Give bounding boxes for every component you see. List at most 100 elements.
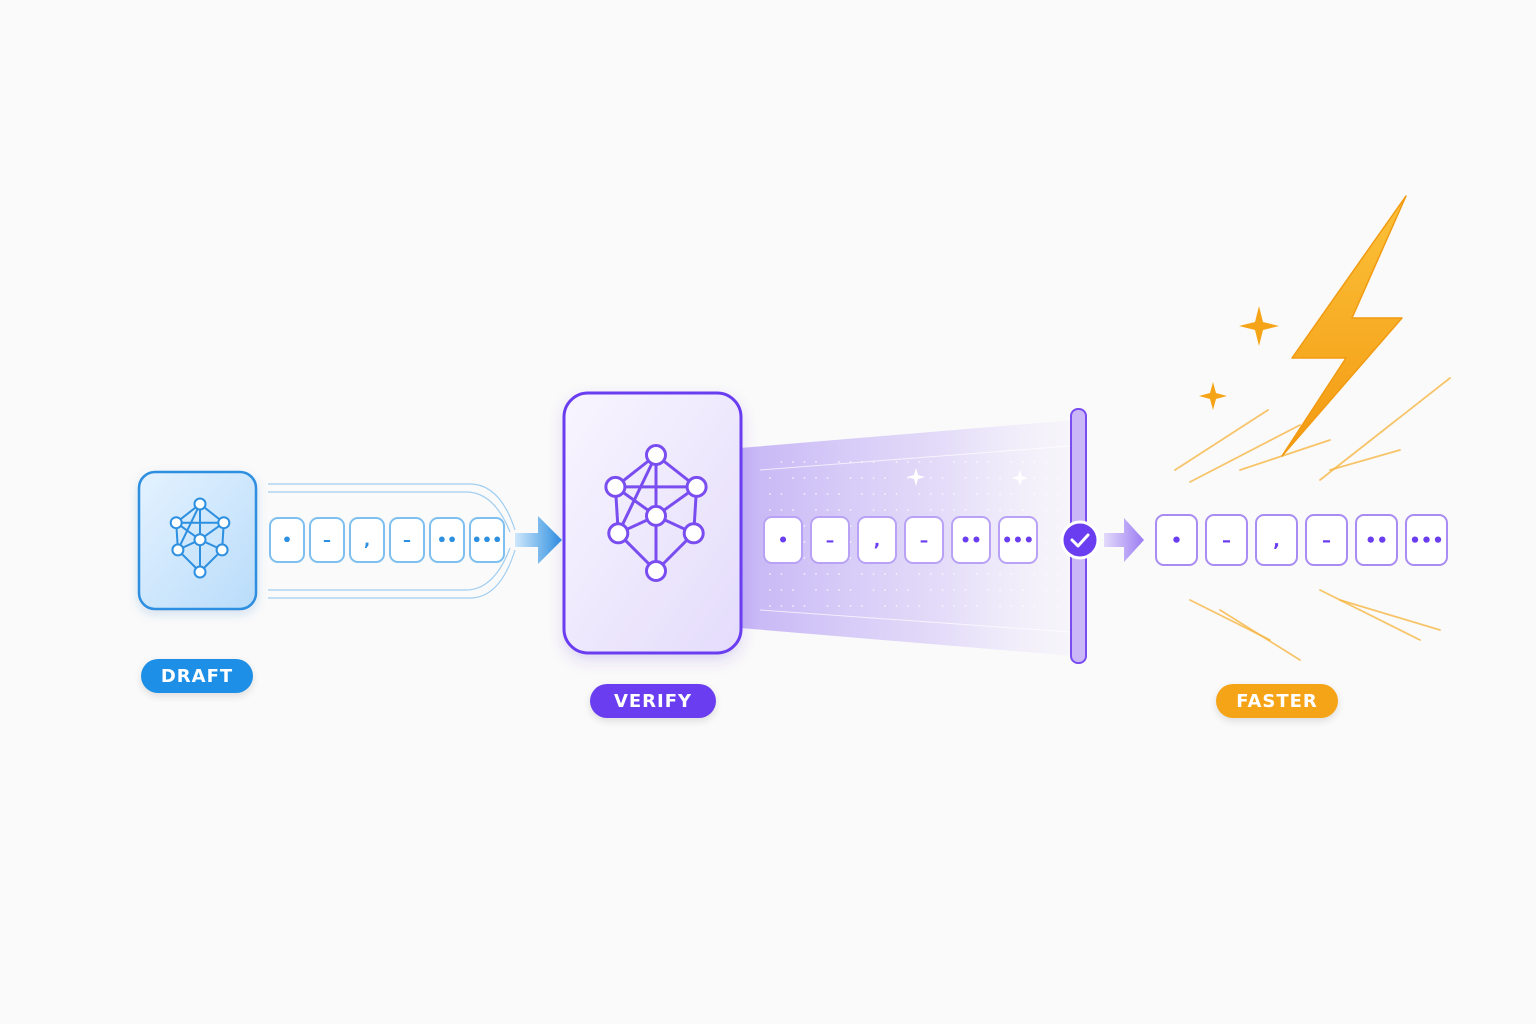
beam-particle	[987, 477, 990, 479]
check-circle-icon	[1060, 520, 1100, 560]
burst-line	[1339, 599, 1441, 631]
beam-particle	[953, 493, 955, 495]
beam-particle	[953, 605, 955, 607]
verify-token: •••	[998, 516, 1038, 564]
beam-particle	[826, 477, 829, 479]
beam-particle	[849, 541, 852, 543]
beam-particle	[884, 589, 886, 591]
verify-token-symbol: ,	[874, 531, 880, 551]
beam-particle	[884, 573, 886, 575]
beam-particle	[999, 573, 1001, 575]
beam-particle	[987, 461, 990, 463]
beam-particle	[953, 509, 955, 511]
beam-particle	[849, 557, 852, 559]
network-node	[607, 522, 630, 545]
beam-particle	[849, 461, 852, 463]
verify-token-symbol: •	[778, 531, 789, 551]
burst-line	[1219, 609, 1301, 661]
beam-particle	[861, 605, 863, 607]
faster-token: •••	[1405, 514, 1448, 566]
beam-particle	[884, 477, 886, 479]
faster-token: –	[1305, 514, 1348, 566]
beam-particle	[838, 573, 840, 575]
verify-token-symbol: ••	[960, 531, 982, 551]
beam-particle	[918, 573, 921, 575]
beam-particle	[792, 589, 794, 591]
beam-particle	[1056, 509, 1059, 511]
beam-particle	[976, 461, 978, 463]
outgoing-speed-lines	[1440, 489, 1520, 589]
beam-particle	[815, 461, 817, 463]
speed-burst-lines	[1174, 377, 1451, 661]
beam-particle	[1033, 605, 1036, 607]
beam-particle	[964, 509, 967, 511]
burst-line	[1329, 449, 1401, 471]
beam-particle	[976, 477, 978, 479]
beam-particle	[815, 509, 817, 511]
beam-particle	[895, 461, 898, 463]
beam-particle	[1010, 461, 1013, 463]
beam-particle	[803, 525, 806, 527]
beam-particle	[780, 461, 783, 463]
beam-particle	[976, 605, 978, 607]
verify-neural-network-icon	[604, 444, 708, 582]
beam-particle	[815, 573, 817, 575]
network-node	[193, 497, 207, 511]
beam-particle	[815, 589, 817, 591]
network-node	[171, 543, 185, 557]
beam-particle	[1056, 525, 1059, 527]
draft-token: ••	[429, 517, 465, 563]
beam-particle	[1056, 493, 1059, 495]
beam-particle	[941, 477, 944, 479]
network-node	[604, 475, 627, 498]
faster-stage-label: FASTER	[1216, 684, 1338, 718]
beam-particle	[930, 573, 932, 575]
beam-particle	[792, 605, 794, 607]
draft-token-symbol: •	[282, 531, 292, 550]
beam-streaks	[759, 445, 1071, 633]
beam-particle	[769, 573, 771, 575]
beam-particle	[838, 509, 840, 511]
beam-particle	[907, 605, 909, 607]
beam-particle	[826, 605, 829, 607]
draft-token: –	[309, 517, 345, 563]
beam-particle	[895, 605, 898, 607]
draft-token: •••	[469, 517, 505, 563]
beam-particle	[1045, 573, 1047, 575]
faster-token-row: • –, – •••••	[1155, 514, 1448, 566]
beam-particle	[1022, 589, 1024, 591]
beam-particle	[918, 461, 921, 463]
beam-particle	[780, 509, 783, 511]
beam-particle	[826, 509, 829, 511]
draft-token: –	[389, 517, 425, 563]
beam-particle	[930, 509, 932, 511]
verify-token: –	[810, 516, 850, 564]
faster-token-symbol: –	[1222, 530, 1231, 551]
beam-particle	[1045, 509, 1047, 511]
beam-particle	[907, 461, 909, 463]
faster-token: ••	[1355, 514, 1398, 566]
beam-particle	[1056, 557, 1059, 559]
beam-particle	[1010, 589, 1013, 591]
faster-token-symbol: –	[1322, 530, 1331, 551]
network-node	[645, 504, 667, 527]
beam-particle	[941, 605, 944, 607]
beam-particle	[872, 509, 875, 511]
verify-stage-label: VERIFY	[590, 684, 716, 718]
beam-particle	[815, 477, 817, 479]
beam-particle	[803, 541, 806, 543]
draft-neural-network-icon	[169, 497, 231, 579]
beam-particle	[1045, 477, 1047, 479]
beam-particle	[838, 493, 840, 495]
faster-token-symbol: •	[1171, 530, 1183, 551]
beam-particle	[976, 573, 978, 575]
verify-token: •	[763, 516, 803, 564]
beam-sparkles	[907, 468, 1028, 486]
verify-token-symbol: •••	[1002, 531, 1035, 551]
burst-line	[1319, 377, 1451, 481]
beam-particle	[803, 605, 806, 607]
beam-particle	[803, 573, 806, 575]
beam-particle	[895, 493, 898, 495]
verify-token-symbol: –	[920, 531, 929, 551]
faster-token: ,	[1255, 514, 1298, 566]
